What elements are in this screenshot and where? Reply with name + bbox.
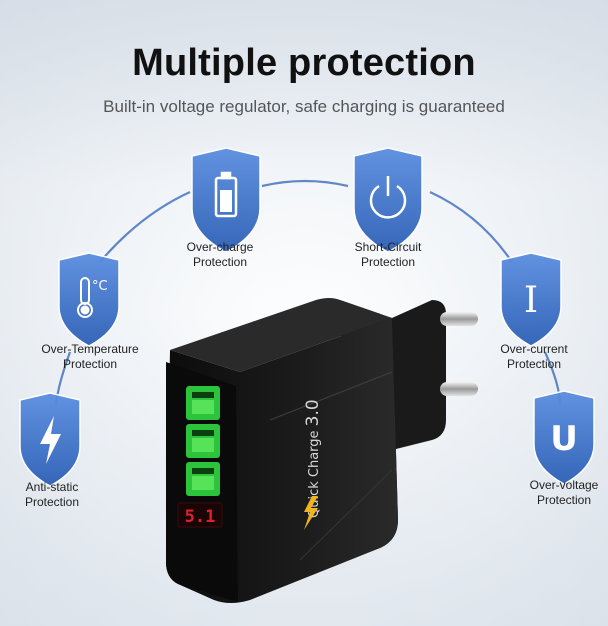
plug-base (392, 300, 446, 450)
shield-overcharge (191, 147, 261, 253)
page-subtitle: Built-in voltage regulator, safe chargin… (103, 97, 505, 116)
display-reading: 5.1 (185, 507, 216, 527)
shield-shape (500, 252, 562, 347)
svg-text:°C: °C (92, 279, 108, 294)
plug-pin-bottom (440, 382, 478, 396)
plug-pin-top (440, 312, 478, 326)
usb-port (186, 462, 220, 496)
shield-anti-static (19, 392, 81, 487)
label-anti-static: Anti-static Protection (24, 480, 80, 509)
page-title: Multiple protection (132, 42, 476, 84)
shield-shape (353, 147, 423, 253)
shield-short-circuit (353, 147, 423, 253)
label-over-temperature: Over-Temperature Protection (41, 342, 139, 371)
label-over-voltage: Over-voltage Protection (529, 478, 599, 507)
charger-top (170, 298, 392, 372)
lightning-icon (40, 416, 61, 464)
voltage-u-icon: U (550, 419, 578, 459)
gloss-line (299, 469, 393, 561)
shield-over-current: I (500, 252, 562, 347)
usb-port (186, 424, 220, 458)
bolt-logo-icon (304, 496, 318, 530)
usb-ports (186, 386, 220, 496)
shield-over-voltage: U (533, 390, 595, 485)
arc-segment (429, 191, 513, 263)
thermometer-icon: °C (77, 277, 108, 318)
battery-icon (214, 171, 238, 218)
brand-text: Quick Charge 3.0 (303, 399, 323, 518)
arc-segment (261, 179, 349, 188)
gloss-line (269, 371, 393, 421)
label-over-current: Over-current Protection (500, 342, 568, 371)
shield-over-temperature: °C (58, 252, 120, 347)
current-i-icon: I (524, 280, 538, 321)
label-over-charge: Over-charge Protection (186, 240, 254, 269)
shield-shape (533, 390, 595, 485)
digital-display: 5.1 (177, 502, 223, 528)
power-icon (369, 176, 407, 219)
arc-segment (99, 191, 191, 263)
usb-port (186, 386, 220, 420)
label-short-circuit: Short-Circuit Protection (354, 240, 422, 269)
charger-plug-pins (392, 300, 478, 450)
